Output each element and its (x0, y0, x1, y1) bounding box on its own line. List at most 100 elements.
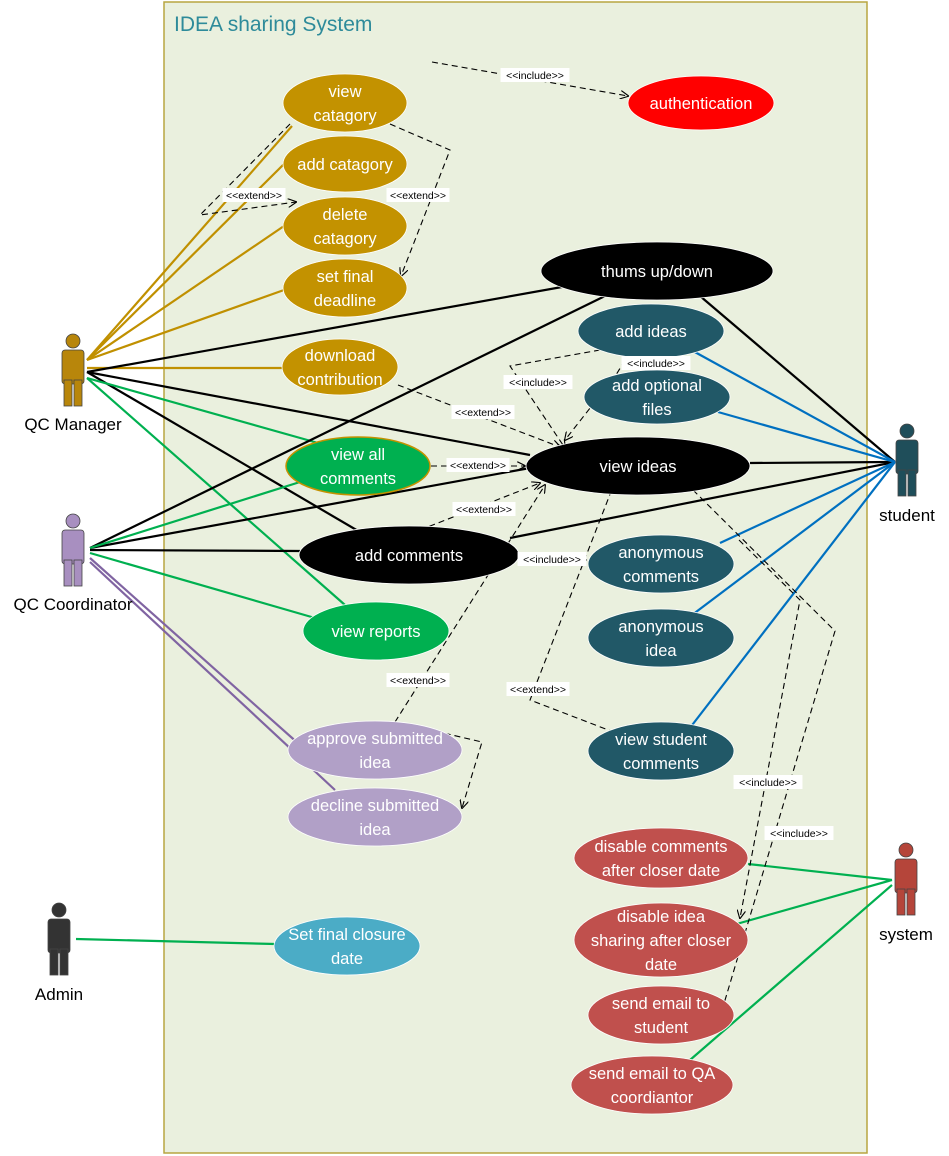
relationship-label-extend-deadline: <<extend>> (386, 188, 450, 202)
dependency-line (397, 384, 560, 447)
association-line (89, 295, 606, 549)
use-case-label: files (642, 401, 671, 419)
use-case-label: view reports (332, 623, 421, 641)
actor-figure-icon (894, 842, 918, 916)
actor-system-actor[interactable]: system (879, 842, 933, 944)
actor-qc-manager[interactable]: QC Manager (24, 333, 122, 434)
dependency-line (395, 721, 483, 808)
dependency-lines (198, 61, 836, 1017)
use-case-label: thums up/down (601, 263, 713, 281)
svg-text:<<extend>>: <<extend>> (450, 460, 506, 472)
use-case-add-ideas[interactable]: add ideas (577, 303, 725, 359)
use-case-label: decline submitted (311, 797, 439, 815)
association-line (86, 225, 285, 361)
use-case-label: idea (359, 821, 391, 839)
actor-admin[interactable]: Admin (35, 902, 83, 1004)
association-line (749, 460, 896, 465)
association-line (75, 937, 276, 946)
actor-label: Admin (35, 985, 83, 1004)
actor-student[interactable]: student (879, 423, 935, 525)
use-case-label: download (305, 347, 376, 365)
relationship-label-extend-view-all-comments: <<extend>> (446, 458, 510, 472)
relationship-label-extend-add-comments: <<extend>> (452, 502, 516, 516)
association-line (732, 878, 893, 927)
svg-text:<<include>>: <<include>> (739, 777, 797, 789)
association-line (86, 376, 319, 445)
association-line (86, 288, 285, 362)
use-case-thums-up-down[interactable]: thums up/down (540, 241, 774, 301)
relationship-label-include-optional-files: <<include>> (621, 356, 691, 370)
use-case-label: student (634, 1019, 689, 1037)
relationship-label-include-auth: <<include>> (500, 68, 570, 82)
use-case-add-catagory[interactable]: add catagory (282, 135, 408, 193)
actor-label: QC Manager (24, 415, 122, 434)
use-case-anonymous-idea[interactable]: anonymous idea (587, 608, 735, 668)
dependency-line (509, 349, 601, 448)
use-case-view-ideas[interactable]: view ideas (525, 436, 751, 496)
association-line (685, 461, 896, 734)
use-case-label: sharing after closer (591, 932, 732, 950)
svg-text:<<extend>>: <<extend>> (510, 684, 566, 696)
use-case-decline-submitted-idea[interactable]: decline submitted idea (287, 787, 463, 847)
use-case-label: disable idea (617, 908, 706, 926)
use-case-label: delete (323, 206, 368, 224)
association-line (89, 551, 316, 620)
use-case-label: idea (645, 642, 677, 660)
svg-text:<<extend>>: <<extend>> (455, 407, 511, 419)
use-case-label: add optional (612, 377, 702, 395)
use-case-send-email-student[interactable]: send email to student (587, 985, 735, 1045)
dependency-line (739, 539, 801, 918)
association-line (86, 377, 346, 606)
relationship-label-include-thums: <<include>> (503, 375, 573, 389)
use-case-label: send email to (612, 995, 710, 1013)
dependency-line (692, 489, 836, 1017)
dependency-line (394, 485, 545, 723)
use-case-label: anonymous (618, 618, 703, 636)
association-line (717, 410, 896, 464)
use-case-add-optional-files[interactable]: add optional files (583, 369, 731, 425)
association-line (747, 862, 893, 882)
association-line (719, 461, 896, 544)
use-case-view-reports[interactable]: view reports (302, 601, 450, 661)
use-case-label: view ideas (599, 458, 676, 476)
association-line (86, 370, 531, 457)
use-case-label: deadline (314, 292, 376, 310)
use-case-label: add comments (355, 547, 463, 565)
relationship-label-extend-download: <<extend>> (451, 405, 515, 419)
svg-text:<<include>>: <<include>> (627, 358, 685, 370)
system-title: IDEA sharing System (174, 13, 372, 36)
use-case-label: date (331, 950, 363, 968)
use-case-label: approve submitted (307, 730, 443, 748)
association-line (89, 557, 301, 746)
svg-text:<<include>>: <<include>> (506, 70, 564, 82)
svg-text:<<include>>: <<include>> (509, 377, 567, 389)
use-case-add-comments[interactable]: add comments (298, 525, 520, 585)
actor-label: QC Coordinator (13, 595, 132, 614)
actor-qc-coordinator[interactable]: QC Coordinator (13, 513, 133, 614)
use-case-download-contribution[interactable]: download contribution (281, 338, 399, 396)
relationship-label-include-email-student: <<include>> (733, 775, 803, 789)
system-boundary (163, 1, 868, 1154)
relationship-label-extend-add-catagory: <<extend>> (222, 188, 286, 202)
use-case-approve-submitted-idea[interactable]: approve submitted idea (287, 720, 463, 780)
use-case-label: view (328, 83, 361, 101)
actor-figure-icon (47, 902, 71, 976)
association-line (89, 480, 301, 550)
use-case-label: idea (359, 754, 391, 772)
use-case-authentication[interactable]: authentication (627, 75, 775, 131)
actor-label: student (879, 506, 935, 525)
use-case-label: contribution (297, 371, 382, 389)
